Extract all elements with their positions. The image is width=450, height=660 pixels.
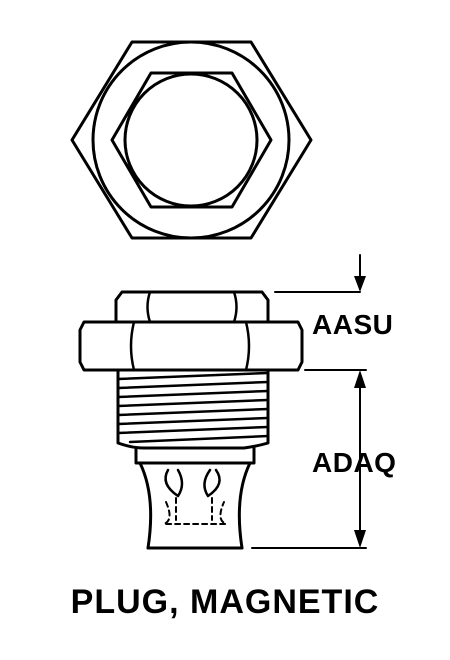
side-view bbox=[78, 290, 304, 550]
adaq-arrowhead-top bbox=[354, 370, 366, 388]
dimension-aasu bbox=[274, 254, 367, 371]
top-view bbox=[70, 40, 313, 240]
bore-circle bbox=[123, 72, 259, 208]
magnet-hidden-lines bbox=[163, 497, 227, 525]
diagram-caption: PLUG, MAGNETIC bbox=[70, 583, 380, 621]
main-nut-facets bbox=[129, 320, 251, 372]
dimension-label-aasu: AASU bbox=[312, 309, 394, 340]
magnet-sides bbox=[138, 461, 252, 550]
adaq-arrowhead-bottom bbox=[354, 530, 366, 548]
upper-nut-facets bbox=[146, 290, 238, 324]
main-nut bbox=[78, 320, 304, 372]
upper-nut bbox=[114, 290, 270, 324]
magnet-poles bbox=[164, 468, 221, 498]
outer-hexagon bbox=[70, 40, 313, 240]
hex-circle bbox=[91, 40, 291, 240]
thread-lines bbox=[116, 371, 270, 444]
magnet-body bbox=[134, 446, 256, 465]
thread-body bbox=[116, 368, 270, 450]
inner-hexagon bbox=[110, 71, 273, 209]
aasu-arrowhead bbox=[354, 276, 366, 292]
dimension-adaq bbox=[251, 370, 367, 549]
dimension-label-adaq: ADAQ bbox=[312, 447, 397, 478]
